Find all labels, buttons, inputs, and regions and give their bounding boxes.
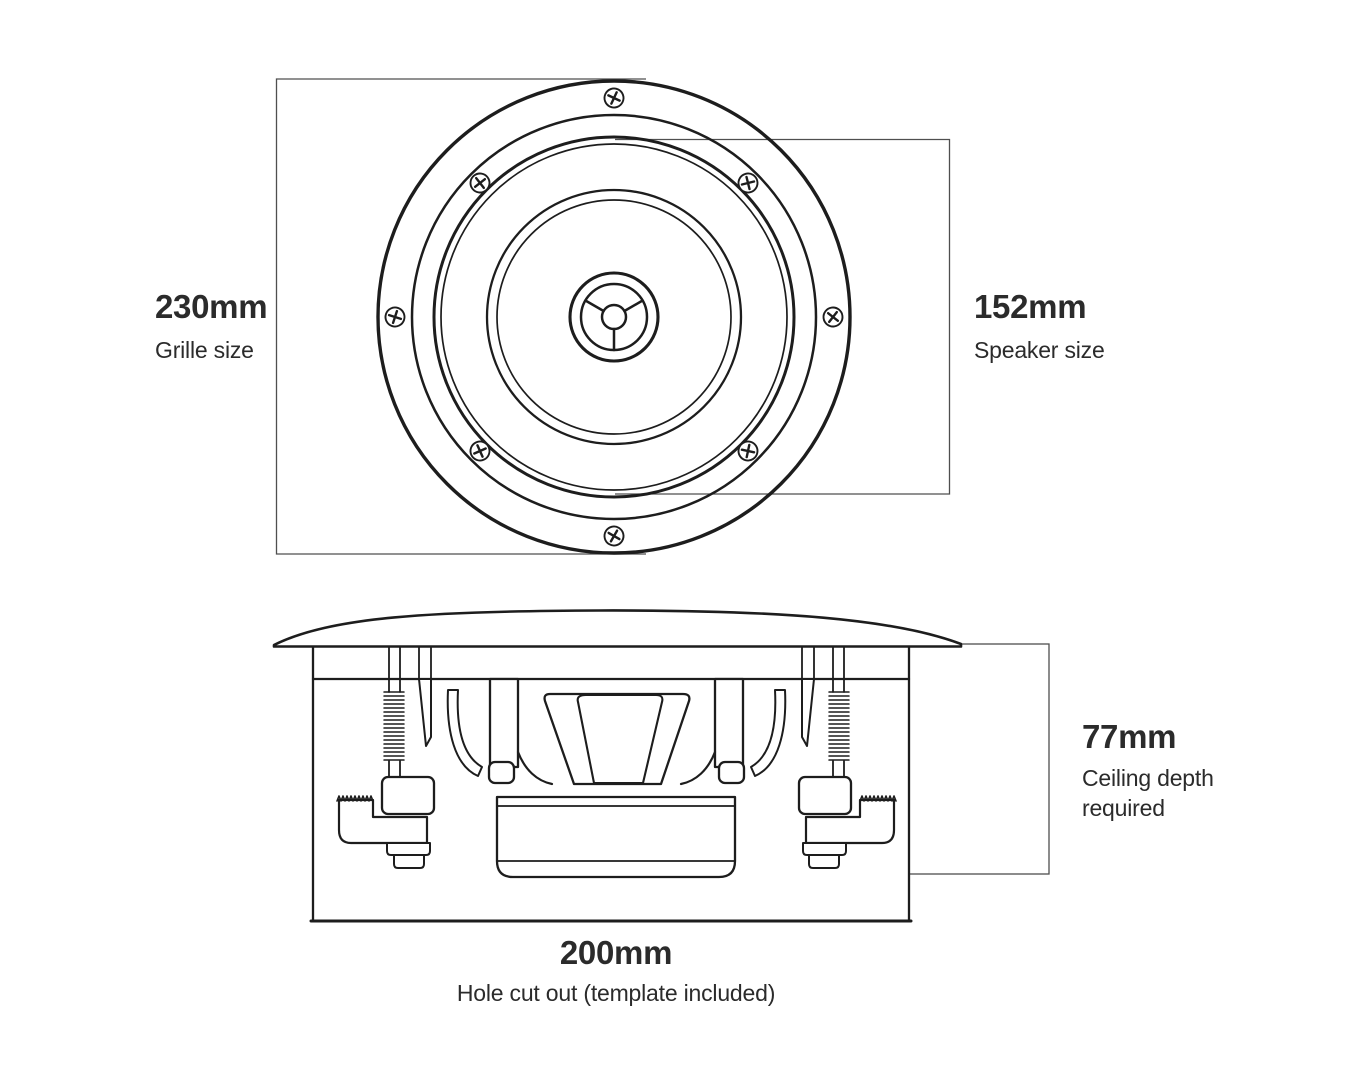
clamp-block [380, 775, 436, 816]
speaker-rim-ring [432, 135, 796, 499]
speaker-size-label: 152mm Speaker size [974, 290, 1105, 365]
grille-size-label: 230mm Grille size [155, 288, 268, 365]
ceiling-depth-label: 77mm Ceiling depth required [1082, 720, 1252, 824]
grille-ring-2 [410, 113, 818, 521]
body-side-walls [311, 645, 911, 922]
speaker-front-view [275, 78, 951, 555]
magnet [495, 795, 737, 879]
hole-cutout-label: 200mm Hole cut out (template included) [416, 936, 816, 1008]
mounting-clamp-assembly-left [336, 646, 554, 869]
tweeter-spokes [584, 299, 644, 352]
grille-rings [376, 79, 852, 555]
speaker-size-caption: Speaker size [974, 337, 1105, 363]
grille-size-value: 230mm [155, 288, 268, 325]
screw-icon [599, 521, 629, 551]
hanger-bracket [488, 677, 520, 769]
magnet-plate-lines [496, 805, 736, 862]
speaker-size-box [615, 138, 951, 495]
cone-inner [576, 693, 664, 785]
speaker-side-view [272, 609, 1050, 923]
basket-leg-curve [516, 750, 554, 786]
ceiling-depth-value: 77mm [1082, 718, 1177, 755]
flange [272, 609, 963, 648]
clamp-spring [383, 691, 405, 761]
clamp-dog-arm [337, 798, 429, 845]
screw-icon [818, 302, 848, 332]
ceiling-depth-caption: Ceiling depth required [1082, 765, 1214, 822]
cone-surround-ring [485, 188, 743, 446]
speaker-size-value: 152mm [974, 288, 1087, 325]
screw-icon [381, 303, 409, 331]
clamp-screw-blade [418, 678, 432, 747]
tweeter [568, 271, 660, 363]
screw-icon [735, 438, 761, 464]
terminal-post-lower [393, 854, 425, 869]
screw-icon [600, 84, 628, 112]
ceiling-depth-box [908, 643, 1050, 875]
grille-size-caption: Grille size [155, 337, 254, 363]
tweeter-outer-ring [568, 271, 660, 363]
cone-surround-inner-ring [496, 199, 732, 435]
hanger-bracket-foot [487, 760, 516, 785]
basket-hook [446, 689, 483, 777]
clamp-rod [388, 678, 401, 779]
frame-rod-passthroughs [388, 646, 432, 680]
speaker-rim-inner-ring [440, 143, 788, 491]
grille-outer-ring [376, 79, 852, 555]
grille-size-box [275, 78, 646, 555]
hole-cutout-value: 200mm [559, 934, 673, 971]
clamp-dog-serration [336, 795, 374, 802]
terminal-post-upper [386, 842, 431, 856]
tweeter-hub [600, 303, 628, 331]
hole-cutout-caption: Hole cut out (template included) [456, 980, 776, 1006]
